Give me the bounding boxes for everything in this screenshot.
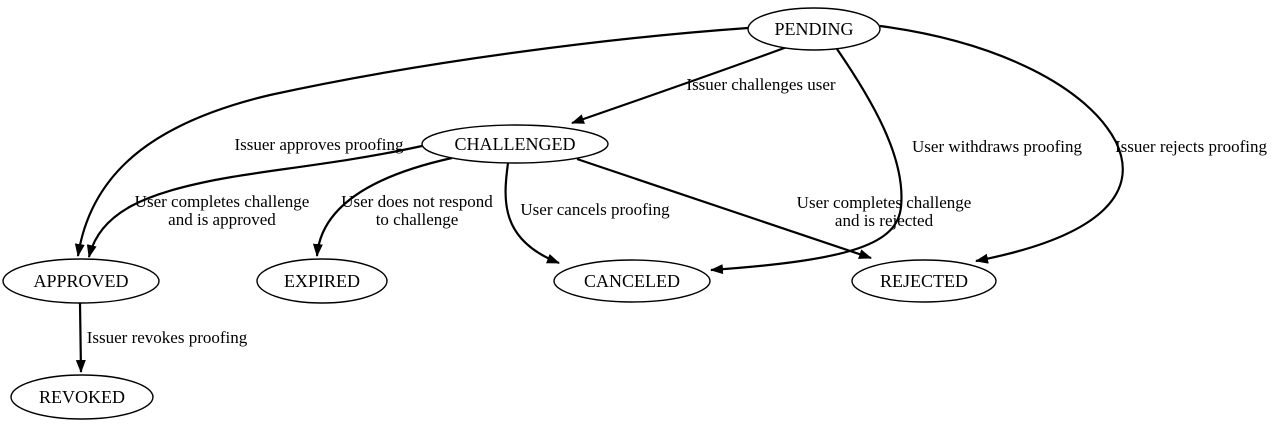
edge-label-challenged-expired: to challenge <box>376 210 459 229</box>
edge-pending-challenged <box>571 45 788 125</box>
edge-label-challenged-rejected: User completes challenge <box>797 193 972 212</box>
edge-label-challenged-canceled: User cancels proofing <box>520 200 670 219</box>
node-label-challenged: CHALLENGED <box>455 134 576 154</box>
node-ellipse-revoked <box>10 374 154 420</box>
state-node-pending: PENDING <box>747 7 881 51</box>
state-node-expired: EXPIRED <box>256 258 388 304</box>
node-label-rejected: REJECTED <box>880 271 968 291</box>
state-node-rejected: REJECTED <box>851 259 997 303</box>
edge-challenged-rejected <box>576 157 872 260</box>
state-node-canceled: CANCELED <box>553 259 711 303</box>
edge-pending-canceled <box>710 48 903 275</box>
edge-pending-rejected <box>879 24 1124 264</box>
edge-label-pending-challenged: Issuer challenges user <box>686 75 836 94</box>
edge-approved-revoked <box>75 302 86 373</box>
node-ellipse-canceled <box>553 259 711 303</box>
state-node-revoked: REVOKED <box>10 374 154 420</box>
node-ellipse-challenged <box>421 124 609 164</box>
node-ellipse-pending <box>747 7 881 51</box>
node-label-approved: APPROVED <box>33 271 128 291</box>
edge-pending-approved <box>74 26 749 257</box>
node-label-expired: EXPIRED <box>284 271 360 291</box>
node-label-canceled: CANCELED <box>584 271 680 291</box>
edge-challenged-canceled <box>504 162 560 265</box>
edge-label-challenged-approved: and is approved <box>168 210 276 229</box>
edge-label-challenged-approved: User completes challenge <box>135 192 310 211</box>
edge-label-pending-rejected: Issuer rejects proofing <box>1115 137 1268 156</box>
node-label-revoked: REVOKED <box>39 387 125 407</box>
node-ellipse-expired <box>256 258 388 304</box>
edge-label-pending-approved: Issuer approves proofing <box>234 135 404 154</box>
node-label-pending: PENDING <box>775 19 854 39</box>
edge-challenged-approved <box>86 144 423 258</box>
edge-label-challenged-expired: User does not respond <box>341 192 493 211</box>
edge-challenged-expired <box>312 156 453 257</box>
nodes-layer: PENDING CHALLENGED APPROVED EXPIRED CANCELED… <box>2 7 997 420</box>
edge-label-challenged-rejected: and is rejected <box>835 211 934 230</box>
edge-label-pending-canceled: User withdraws proofing <box>912 137 1082 156</box>
edge-label-approved-revoked: Issuer revokes proofing <box>87 328 248 347</box>
state-node-approved: APPROVED <box>2 258 160 304</box>
state-node-challenged: CHALLENGED <box>421 124 609 164</box>
node-ellipse-approved <box>2 258 160 304</box>
node-ellipse-rejected <box>851 259 997 303</box>
